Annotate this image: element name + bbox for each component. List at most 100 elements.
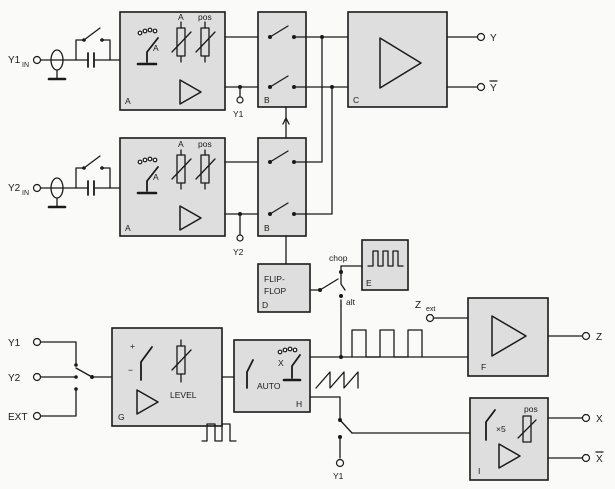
y2-in-label: Y2 <box>8 183 21 194</box>
block-f-label: F <box>481 362 486 372</box>
block-b2-label: B <box>264 223 270 233</box>
y-output-label: Y <box>490 33 497 44</box>
flop-label: FLOP <box>264 286 287 296</box>
y2-preamp-triangle-icon <box>179 205 202 231</box>
slope-plus-label: + <box>130 341 135 351</box>
trigger-ext-label: EXT <box>8 412 27 423</box>
x-source-switch[interactable] <box>339 419 353 434</box>
slope-switch-icon <box>140 346 153 381</box>
x-pos-label: pos <box>524 404 538 414</box>
z-ext-terminal[interactable] <box>425 313 435 323</box>
trigger-y2-label: Y2 <box>8 373 21 384</box>
block-g-label: G <box>118 412 125 422</box>
y1-range-switch-icon <box>146 37 159 63</box>
trigger-y1-label: Y1 <box>8 338 21 349</box>
block-i-label: I <box>478 466 480 476</box>
trigger-y2-terminal[interactable] <box>32 372 42 382</box>
unblanking-path: Z ext <box>339 300 469 359</box>
y1-preamp-triangle-icon <box>179 79 202 105</box>
y-bar-output-terminal[interactable] <box>476 82 486 92</box>
y1-selector-a-label: A <box>153 43 159 53</box>
block-c-label: C <box>353 95 359 105</box>
x-amplifier-i: I ×5 pos X X <box>469 397 604 481</box>
y2-tap-label: Y2 <box>233 247 244 257</box>
x-amp-triangle-icon <box>498 443 521 469</box>
block-h-label: H <box>296 399 302 409</box>
x-bar-output-terminal[interactable] <box>581 453 591 463</box>
z-ext-label: Z <box>415 300 421 311</box>
switch-block-b1 <box>257 11 307 108</box>
timebase-x-label: X <box>278 358 284 368</box>
flip-flop-block-d <box>257 263 311 313</box>
z-ext-subscript: ext <box>426 306 435 313</box>
auto-switch-icon <box>246 359 254 389</box>
block-a2-label: A <box>125 223 131 233</box>
trigger-source-select: Y1 Y2 EXT <box>8 337 113 423</box>
vertical-amplifier-c: C Y Y <box>347 11 498 108</box>
y2-in-subscript: IN <box>22 190 29 197</box>
y2-coupling-capacitor-icon <box>87 180 95 196</box>
y1-ac-dc-switch[interactable] <box>75 27 111 61</box>
horizontal-source-switch: Y1 <box>333 418 471 481</box>
y1-coupling-capacitor-icon <box>87 52 95 68</box>
x-position-resistor <box>522 415 532 443</box>
channel-switch-b2: B <box>257 137 307 237</box>
alt-label: alt <box>346 297 356 307</box>
trigger-ext-terminal[interactable] <box>32 411 42 421</box>
y2-atten-a-label: A <box>178 139 184 149</box>
z-output-label: Z <box>596 332 602 343</box>
trigger-pulse-wave-icon <box>201 423 237 442</box>
y1-pos-label: pos <box>198 12 212 22</box>
y1-atten-a-label: A <box>178 12 184 22</box>
y1-tap-label: Y1 <box>233 109 244 119</box>
y1-input-terminal[interactable] <box>32 55 42 65</box>
trigger-y1-terminal[interactable] <box>32 337 42 347</box>
x-bar-output-label: X <box>596 454 603 465</box>
block-d-label: D <box>262 300 268 310</box>
amplifier-block-c <box>347 11 448 108</box>
vertical-bus-wiring <box>305 35 349 215</box>
y-output-terminal[interactable] <box>476 32 486 42</box>
block-e-label: E <box>366 278 372 288</box>
switch-block-b2 <box>257 137 307 237</box>
trigger-block-g <box>111 327 223 427</box>
y-bar-output-label: Y <box>490 83 497 94</box>
oscillator-block-e <box>361 239 409 291</box>
trigger-amp-triangle-icon <box>136 389 159 415</box>
z-output-terminal[interactable] <box>581 331 591 341</box>
chop-alt-switch[interactable] <box>319 278 339 291</box>
time-base-h: H AUTO X <box>233 339 469 421</box>
flip-label: FLIP- <box>264 274 285 284</box>
y2-selector-a-label: A <box>153 172 159 182</box>
sawtooth-wave-icon <box>315 371 359 389</box>
chop-label: chop <box>329 253 348 263</box>
y2-input-stage: Y2 IN A A A pos Y2 <box>8 137 259 257</box>
chop-oscillator-e: E <box>361 239 409 291</box>
x-ext-control-label: Y1 <box>333 471 344 481</box>
y1-signal-tap[interactable] <box>236 96 244 104</box>
attenuator-block-a1 <box>119 11 226 111</box>
chop-square-wave-icon <box>367 250 404 267</box>
auto-label: AUTO <box>257 381 281 391</box>
z-amp-triangle-icon <box>491 315 527 357</box>
y2-range-switch-icon <box>146 166 159 192</box>
y2-input-terminal[interactable] <box>32 183 42 193</box>
y1-input-stage: Y1 IN A A A pos Y1 <box>8 11 259 119</box>
trigger-source-switch[interactable] <box>75 367 93 378</box>
channel-switch-b1: B <box>257 11 307 108</box>
timebase-range-switch-icon <box>291 354 301 379</box>
y2-signal-tap[interactable] <box>236 234 244 242</box>
block-a1-label: A <box>125 96 131 106</box>
y1-in-label: Y1 <box>8 55 21 66</box>
y1-in-subscript: IN <box>22 62 29 69</box>
x-ext-control-terminal[interactable] <box>335 458 345 468</box>
flip-flop-d: FLIP- FLOP D chop alt <box>257 253 363 356</box>
x-output-terminal[interactable] <box>581 413 591 423</box>
z-amplifier-f: F Z <box>467 297 602 377</box>
z-amplifier-block-f <box>467 297 549 377</box>
y2-ac-dc-switch[interactable] <box>75 155 111 189</box>
attenuator-block-a2 <box>119 137 226 237</box>
x-output-label: X <box>596 414 603 425</box>
